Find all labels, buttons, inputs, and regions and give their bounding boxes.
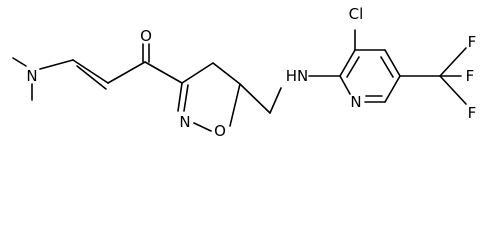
bond-py-c5-c6 [384, 75, 401, 103]
atom-isoxazoline-o: O [214, 122, 226, 140]
bond-ring-c4-c5 [212, 62, 241, 85]
bond-cf3-f-top [439, 47, 467, 77]
bond-cf3-f-bottom [439, 75, 467, 105]
atom-pyridine-n: N [350, 93, 361, 111]
bond-ring-c3-n-1 [177, 82, 183, 112]
atom-isoxazoline-n: N [179, 113, 190, 131]
atom-carbonyl-o: O [140, 27, 152, 45]
bond-vinyl-double-1 [72, 59, 109, 84]
atom-dimethylamino-n: N [26, 67, 37, 85]
bond-ring-o-c5 [229, 83, 241, 127]
atom-fluorine-right: F [466, 67, 475, 85]
bond-vinyl-carbonyl [107, 61, 146, 84]
bond-methyl-top [12, 57, 27, 67]
bond-ring-c3-n-2 [183, 84, 189, 112]
bond-carbonyl-ring [144, 61, 183, 84]
bond-py-c4-c5 [384, 49, 401, 77]
bond-py-inner-1 [346, 56, 360, 78]
atom-amine-nh: HN [286, 67, 309, 85]
atom-chloro: Cl [349, 5, 364, 23]
atom-fluorine-bottom: F [468, 104, 477, 122]
bond-ch2-nh [269, 87, 282, 114]
bond-py-c2-c3 [339, 49, 356, 77]
molecule-drawing: N O N O HN N Cl F F F [12, 5, 477, 140]
bond-ring-c3-c4 [181, 62, 214, 84]
bond-vinyl-double-2 [76, 65, 107, 90]
atom-fluorine-top: F [468, 33, 477, 51]
bond-n-vinyl [39, 59, 74, 70]
structure-diagram: N O N O HN N Cl F F F [12, 5, 477, 140]
bond-py-n-c2 [339, 75, 351, 95]
bond-c5-ch2 [239, 83, 271, 114]
bond-ring-n-o [193, 122, 212, 132]
bond-py-inner-2 [380, 56, 394, 78]
